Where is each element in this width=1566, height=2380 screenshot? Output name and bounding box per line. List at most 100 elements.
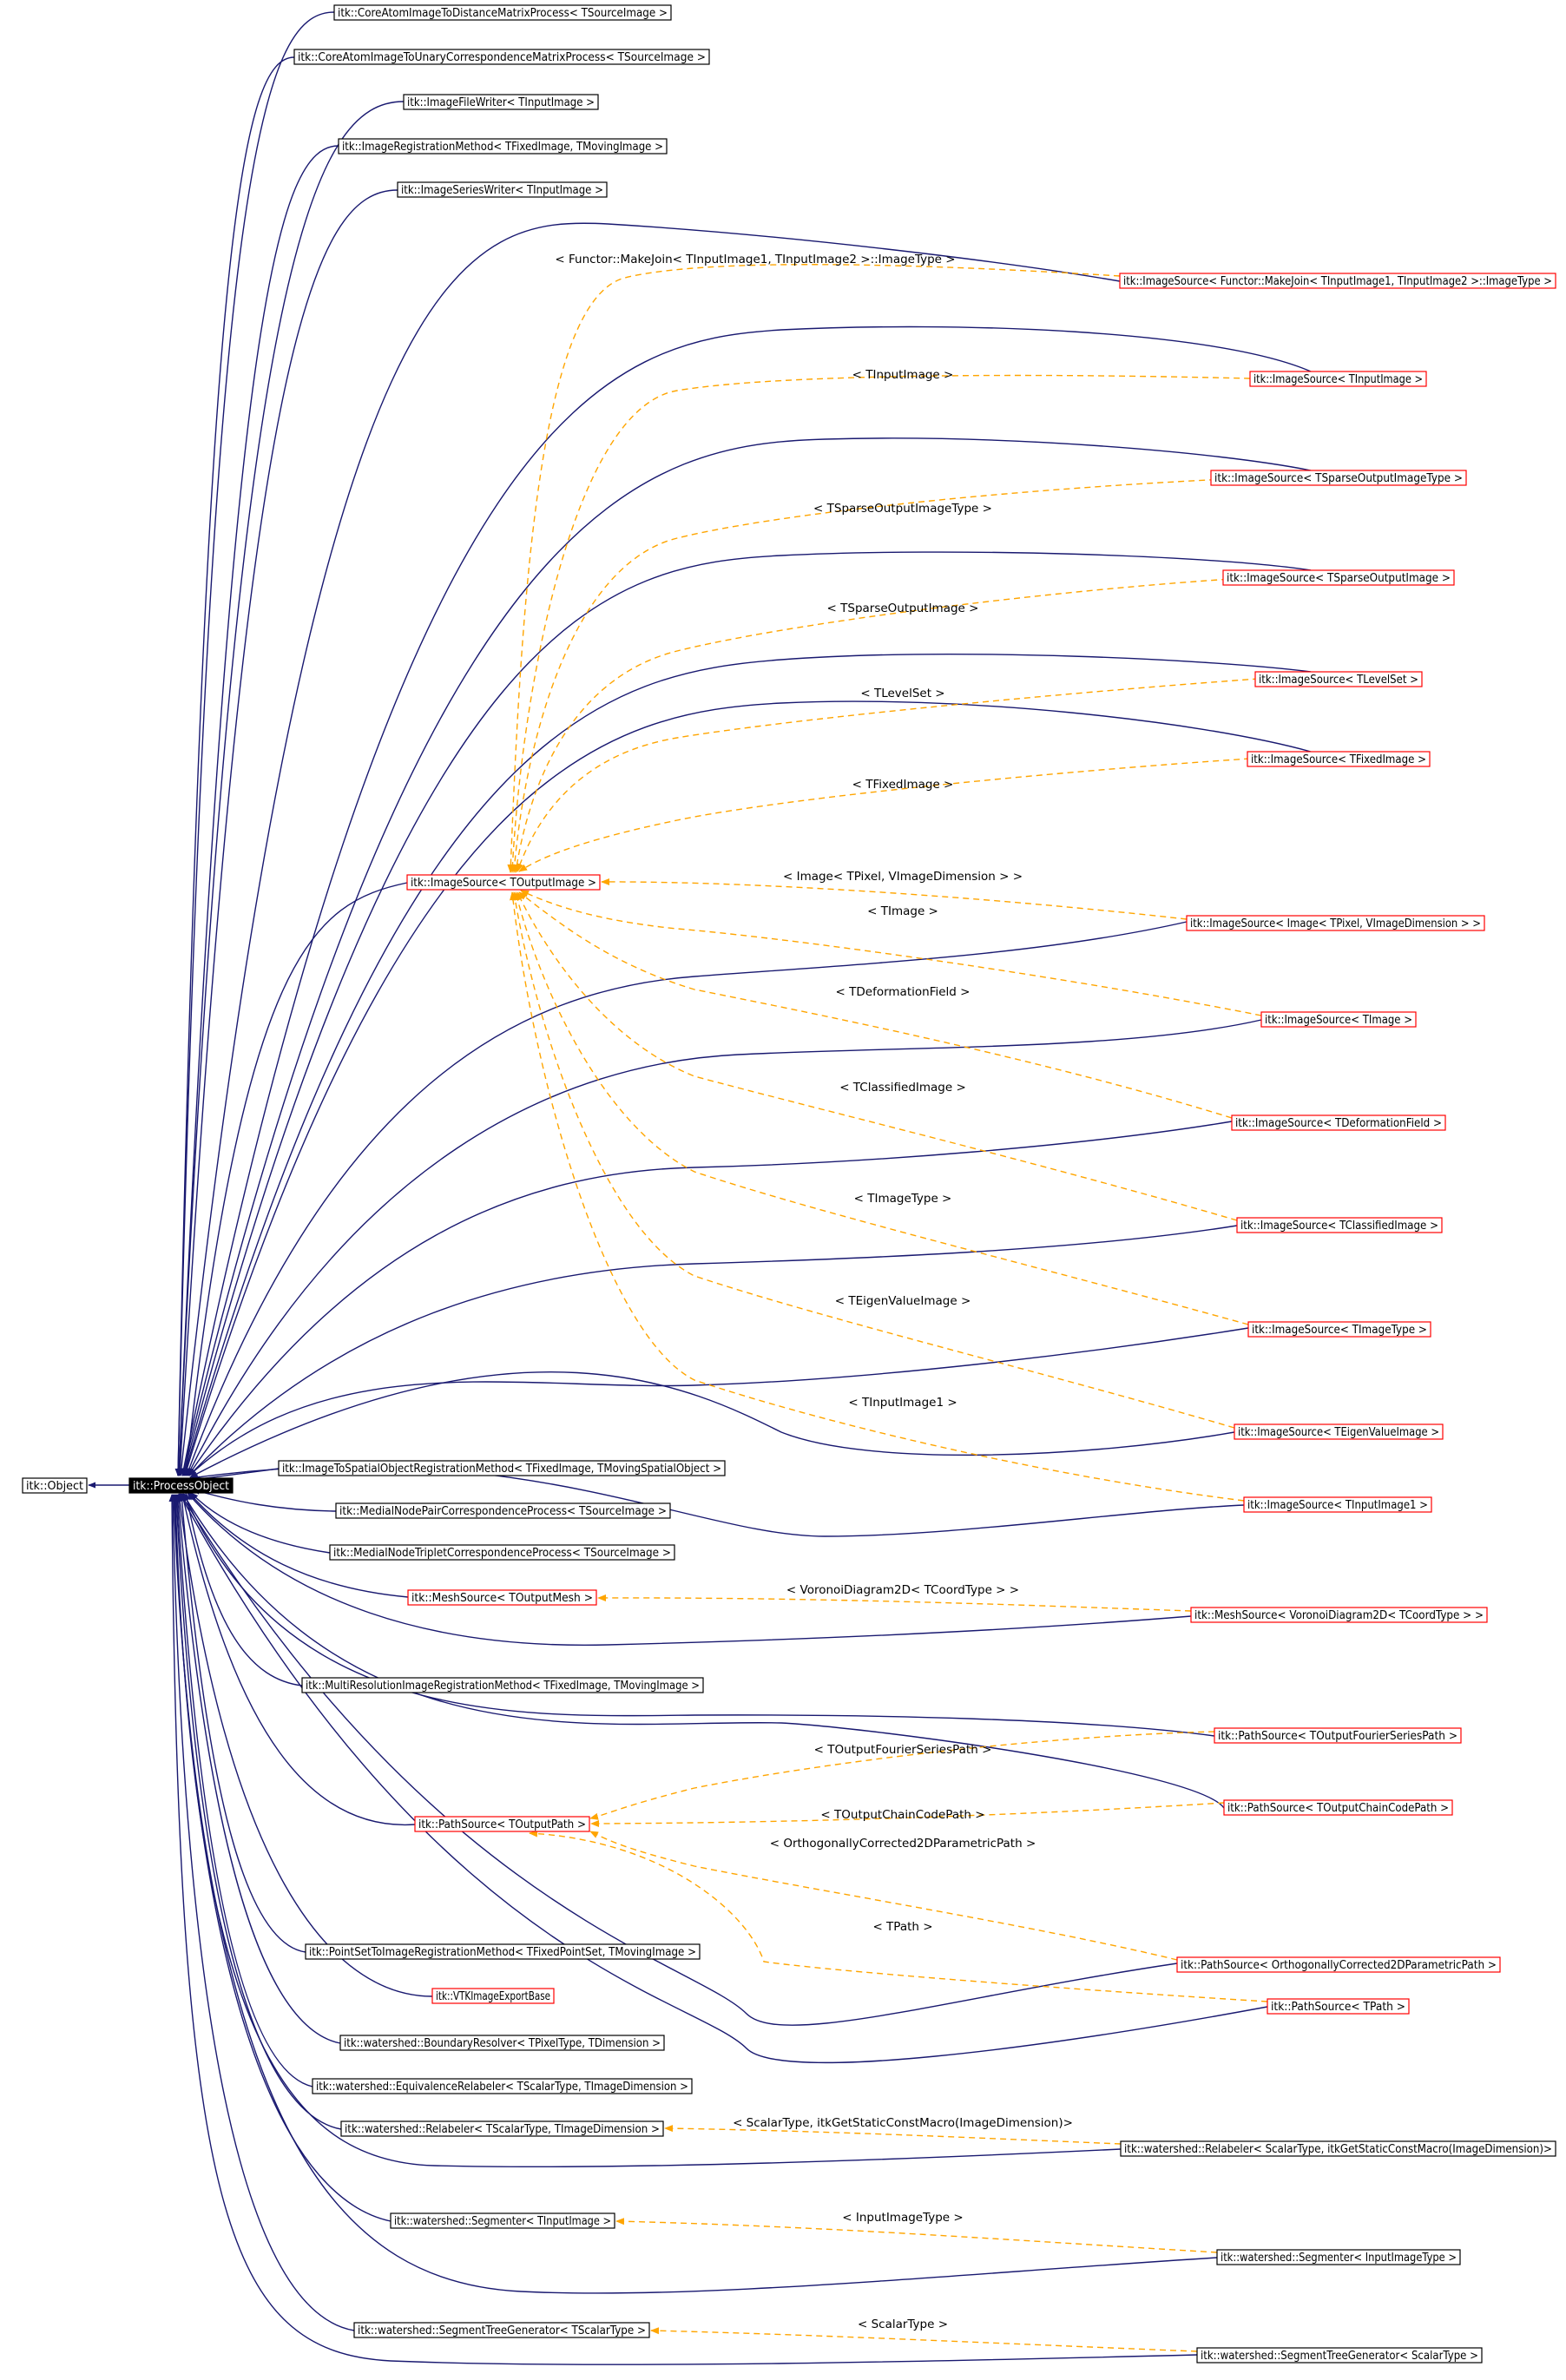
template-edge-tpath (529, 1830, 1268, 2002)
template-edge-seg_input (615, 2218, 1218, 2253)
class-node-ws_seg_input[interactable]: itk::watershed::Segmenter< InputImageTyp… (1216, 2249, 1461, 2265)
class-node-is_timage[interactable]: itk::ImageSource< TImage > (1260, 1011, 1417, 1028)
class-node-label: itk::MeshSource< VoronoiDiagram2D< TCoor… (1194, 1608, 1484, 1622)
class-node-is_makejoin[interactable]: itk::ImageSource< Functor::MakeJoin< TIn… (1119, 273, 1556, 289)
class-node-is_sparse[interactable]: itk::ImageSource< TSparseOutputImage > (1222, 569, 1455, 586)
class-node-mesh_out[interactable]: itk::MeshSource< TOutputMesh > (407, 1589, 597, 1606)
inheritance-edge-multires (184, 1492, 303, 1686)
template-edge-makejoin (507, 264, 1121, 873)
class-node-series_writer[interactable]: itk::ImageSeriesWriter< TInputImage > (397, 181, 608, 198)
class-node-box (1222, 569, 1455, 586)
template-edge-label-makejoin: < Functor::MakeJoin< TInputImage1, TInpu… (555, 253, 955, 266)
class-node-ws_tree_scalar[interactable]: itk::watershed::SegmentTreeGenerator< Sc… (1196, 2347, 1483, 2364)
template-edge-label-fixed: < TFixedImage > (852, 778, 954, 792)
class-node-label: itk::MedialNodeTripletCorrespondenceProc… (333, 1546, 671, 1560)
class-node-path_ortho[interactable]: itk::PathSource< OrthogonallyCorrected2D… (1176, 1956, 1501, 1973)
class-node-is_sparse_type[interactable]: itk::ImageSource< TSparseOutputImageType… (1210, 470, 1467, 486)
template-edge-timage (520, 890, 1262, 1016)
class-node-medial_triplet[interactable]: itk::MedialNodeTripletCorrespondenceProc… (329, 1544, 675, 1561)
template-edge-relabel_scalar (664, 2125, 1122, 2145)
inheritance-edge-file_writer (175, 101, 405, 1476)
template-edge-label-sparse: < TSparseOutputImage > (827, 602, 979, 615)
inheritance-edge-ws_tree_scalar (168, 1494, 1198, 2365)
template-edge-tree_scalar (650, 2327, 1198, 2352)
class-node-mesh_voronoi[interactable]: itk::MeshSource< VoronoiDiagram2D< TCoor… (1190, 1607, 1488, 1623)
class-node-box (1186, 915, 1485, 931)
inheritance-edge-is_levelset (182, 654, 1312, 1476)
class-node-is_deform[interactable]: itk::ImageSource< TDeformationField > (1231, 1114, 1446, 1131)
class-node-box (1243, 1496, 1432, 1513)
class-node-is_eigen[interactable]: itk::ImageSource< TEigenValueImage > (1234, 1423, 1444, 1440)
class-node-label: itk::ImageSource< TLevelSet > (1259, 673, 1418, 687)
class-node-is_input1[interactable]: itk::ImageSource< TInputImage1 > (1243, 1496, 1432, 1513)
class-node-label: itk::ImageSource< TInputImage1 > (1247, 1498, 1428, 1512)
class-node-ws_relabel[interactable]: itk::watershed::Relabeler< TScalarType, … (340, 2120, 664, 2137)
class-node-ws_boundary[interactable]: itk::watershed::BoundaryResolver< TPixel… (339, 2035, 665, 2051)
class-node-vtk[interactable]: itk::VTKImageExportBase (431, 1988, 555, 2004)
class-node-img_reg[interactable]: itk::ImageRegistrationMethod< TFixedImag… (338, 138, 668, 155)
class-node-core_unary[interactable]: itk::CoreAtomImageToUnaryCorrespondenceM… (293, 49, 710, 65)
class-node-ws_equiv[interactable]: itk::watershed::EquivalenceRelabeler< TS… (312, 2078, 693, 2094)
class-node-object[interactable]: itk::Object (22, 1477, 88, 1494)
inheritance-edge-ws_seg_input (170, 1494, 1218, 2294)
class-node-path_out[interactable]: itk::PathSource< TOutputPath > (414, 1816, 590, 1832)
inheritance-edge-ws_boundary (175, 1494, 341, 2044)
class-node-core_dist[interactable]: itk::CoreAtomImageToDistanceMatrixProces… (333, 4, 672, 21)
template-edge-label-deform: < TDeformationField > (836, 985, 971, 999)
class-node-box (312, 2078, 693, 2094)
template-edge-chain (590, 1802, 1225, 1827)
inheritance-edge-is_class (188, 1225, 1238, 1476)
class-node-medial_pair[interactable]: itk::MedialNodePairCorrespondenceProcess… (335, 1502, 671, 1519)
inheritance-edge-is_fixed (183, 700, 1312, 1476)
class-node-pointset[interactable]: itk::PointSetToImageRegistrationMethod< … (305, 1943, 701, 1960)
template-edge-label-timage: < TImage > (867, 904, 938, 918)
template-edge-eigen (511, 891, 1235, 1429)
class-node-ws_tree[interactable]: itk::watershed::SegmentTreeGenerator< TS… (353, 2322, 650, 2338)
inheritance-edge-ws_seg (171, 1494, 392, 2222)
class-node-label: itk::watershed::BoundaryResolver< TPixel… (344, 2036, 661, 2050)
class-node-box (1214, 1727, 1462, 1744)
class-node-multires[interactable]: itk::MultiResolutionImageRegistrationMet… (301, 1677, 704, 1693)
class-node-box (1247, 1321, 1431, 1338)
class-node-label: itk::CoreAtomImageToDistanceMatrixProces… (338, 6, 668, 20)
template-edge-label-imagetype: < TImageType > (854, 1192, 952, 1206)
class-node-is_tinput[interactable]: itk::ImageSource< TInputImage > (1249, 371, 1427, 387)
class-node-label: itk::CoreAtomImageToUnaryCorrespondenceM… (298, 50, 706, 64)
template-edge-label-levelset: < TLevelSet > (860, 687, 944, 700)
class-node-label: itk::ImageSource< TImage > (1265, 1013, 1412, 1027)
class-node-img_spatial[interactable]: itk::ImageToSpatialObjectRegistrationMet… (278, 1460, 726, 1476)
template-edge-label-chain: < TOutputChainCodePath > (820, 1808, 984, 1822)
class-node-box (1249, 371, 1427, 387)
class-node-path_chain[interactable]: itk::PathSource< TOutputChainCodePath > (1223, 1799, 1453, 1816)
class-node-path_fourier[interactable]: itk::PathSource< TOutputFourierSeriesPat… (1214, 1727, 1462, 1744)
template-edge-ortho (589, 1831, 1178, 1961)
class-node-label: itk::ImageSource< TSparseOutputImage > (1227, 571, 1451, 585)
class-node-box (1236, 1217, 1443, 1233)
class-node-process[interactable]: itk::ProcessObject (128, 1477, 234, 1494)
class-node-is_image[interactable]: itk::ImageSource< Image< TPixel, VImageD… (1186, 915, 1485, 931)
class-node-box (1260, 1011, 1417, 1028)
class-node-file_writer[interactable]: itk::ImageFileWriter< TInputImage > (403, 94, 599, 110)
class-node-is_fixed[interactable]: itk::ImageSource< TFixedImage > (1247, 751, 1431, 767)
class-node-ws_seg[interactable]: itk::watershed::Segmenter< TInputImage > (390, 2212, 615, 2229)
class-node-box (335, 1502, 671, 1519)
inheritance-edge-medial_triplet (190, 1492, 331, 1554)
class-node-label: itk::watershed::EquivalenceRelabeler< TS… (316, 2080, 688, 2094)
class-node-is_output[interactable]: itk::ImageSource< TOutputImage > (406, 874, 601, 891)
class-node-label: itk::VTKImageExportBase (436, 1989, 550, 2003)
class-node-is_levelset[interactable]: itk::ImageSource< TLevelSet > (1254, 671, 1423, 687)
class-node-label: itk::ImageRegistrationMethod< TFixedImag… (342, 140, 663, 154)
inheritance-edge-is_sparse_type (181, 437, 1312, 1476)
class-node-box (1190, 1607, 1488, 1623)
template-edge-label-ortho: < OrthogonallyCorrected2DParametricPath … (770, 1837, 1036, 1851)
inheritance-edge-is_image (186, 921, 1188, 1476)
class-node-is_imagetype[interactable]: itk::ImageSource< TImageType > (1247, 1321, 1431, 1338)
class-node-ws_relabel_scalar[interactable]: itk::watershed::Relabeler< ScalarType, i… (1120, 2140, 1556, 2157)
class-node-label: itk::PathSource< TPath > (1271, 2000, 1405, 2014)
class-node-box (406, 874, 601, 891)
template-edge-labels: < Functor::MakeJoin< TInputImage1, TInpu… (555, 253, 1073, 2331)
class-node-is_class[interactable]: itk::ImageSource< TClassifiedImage > (1236, 1217, 1443, 1233)
class-node-path_tpath[interactable]: itk::PathSource< TPath > (1267, 1998, 1410, 2015)
class-node-label: itk::watershed::SegmentTreeGenerator< TS… (358, 2324, 646, 2337)
